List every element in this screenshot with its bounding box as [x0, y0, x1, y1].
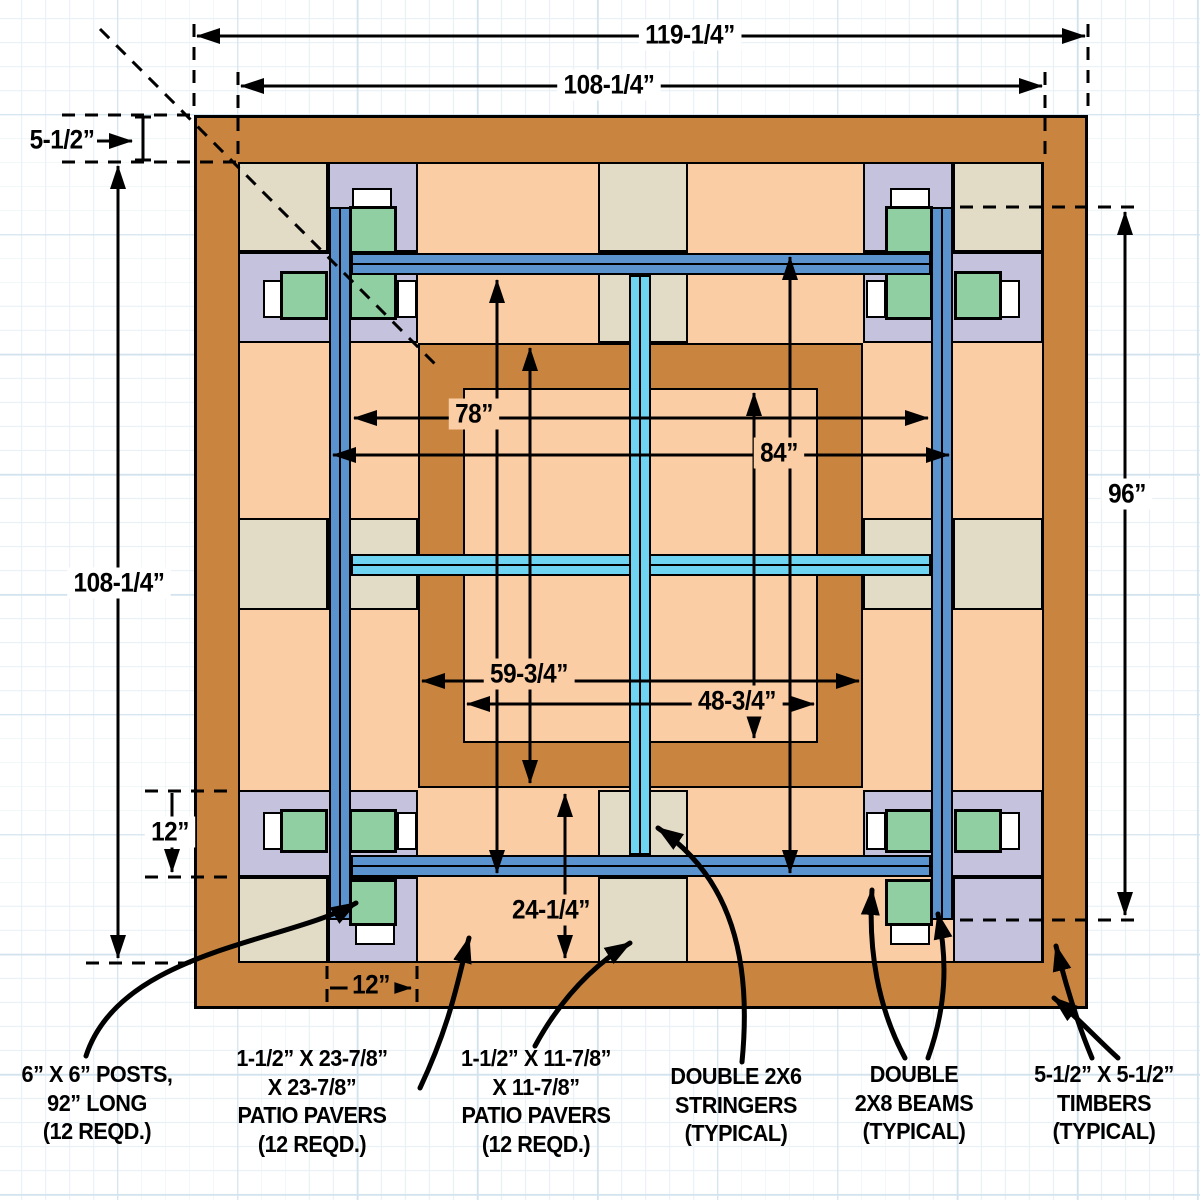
leader-stringers [655, 825, 747, 1065]
paver-small-tile [953, 518, 1043, 610]
dim-post-inset-side: 12” [144, 816, 196, 848]
leader-pavers-large [417, 935, 472, 1091]
callout-line: 1-1/2” X 23-7/8” [236, 1045, 388, 1071]
callout-stringers: DOUBLE 2X6 STRINGERS (TYPICAL) [670, 1062, 802, 1148]
dim-overall-width: 119-1/4” [638, 19, 742, 51]
beam-right [931, 207, 953, 920]
leader-beams-1 [860, 887, 908, 1061]
dim-paver-offset: 24-1/4” [505, 894, 597, 926]
callout-line: 6” X 6” POSTS, [21, 1061, 173, 1087]
callout-line: (12 REQD.) [42, 1118, 152, 1145]
callout-line: TIMBERS [1056, 1089, 1152, 1116]
callout-line: (TYPICAL) [1052, 1118, 1156, 1145]
leader-posts [83, 900, 359, 1059]
callout-line: DOUBLE 2X6 [670, 1063, 802, 1089]
post-hardware [397, 280, 417, 318]
post [954, 809, 1002, 853]
callout-beams: DOUBLE 2X8 BEAMS (TYPICAL) [854, 1060, 974, 1146]
callout-line: (12 REQD.) [257, 1130, 367, 1157]
callout-line: (TYPICAL) [684, 1120, 788, 1147]
post [280, 809, 328, 853]
post [885, 809, 933, 853]
callout-line: 1-1/2” X 11-7/8” [460, 1045, 612, 1071]
callout-line: 5-1/2” X 5-1/2” [1034, 1061, 1174, 1087]
callout-line: X 11-7/8” [492, 1073, 580, 1100]
dim-frame-outer: 59-3/4” [483, 658, 575, 690]
leader-pavers-small [532, 940, 633, 1049]
post [349, 206, 397, 254]
post [954, 271, 1002, 320]
paver-small-tile [598, 162, 688, 252]
callout-posts: 6” X 6” POSTS, 92” LONG (12 REQD.) [22, 1060, 173, 1146]
callout-pavers-small: 1-1/2” X 11-7/8” X 11-7/8” PATIO PAVERS … [460, 1044, 612, 1159]
callout-line: 92” LONG [47, 1089, 147, 1116]
post-hardware [397, 812, 417, 850]
callout-line: STRINGERS [674, 1091, 798, 1118]
dim-inner-height: 108-1/4” [67, 567, 171, 599]
leader-beams-2 [925, 911, 953, 1061]
dim-beam-span: 84” [753, 437, 805, 469]
section-diagonal-dashed [98, 27, 439, 368]
dim-timber-thickness: 5-1/2” [29, 124, 95, 155]
dim-post-inset-bottom: 12” [347, 969, 395, 1001]
dim-stringer-span: 78” [448, 398, 500, 430]
callout-line: 2X8 BEAMS [854, 1089, 974, 1116]
paver-small-tile [238, 518, 328, 610]
post [280, 271, 328, 320]
leader-timbers-2 [1051, 995, 1121, 1061]
callout-line: (TYPICAL) [862, 1118, 966, 1145]
callout-line: PATIO PAVERS [461, 1102, 611, 1129]
paver-small-tile [238, 162, 328, 252]
dim-beam-length: 96” [1101, 478, 1153, 510]
callout-pavers-large: 1-1/2” X 23-7/8” X 23-7/8” PATIO PAVERS … [236, 1044, 388, 1159]
callout-line: DOUBLE [869, 1061, 959, 1087]
callout-line: PATIO PAVERS [237, 1102, 387, 1129]
callout-line: X 23-7/8” [267, 1073, 357, 1100]
dim-frame-inner: 48-3/4” [691, 685, 783, 717]
callout-line: (12 REQD.) [481, 1130, 591, 1157]
callout-timbers: 5-1/2” X 5-1/2” TIMBERS (TYPICAL) [1034, 1060, 1174, 1146]
dim-inner-width: 108-1/4” [557, 69, 661, 101]
